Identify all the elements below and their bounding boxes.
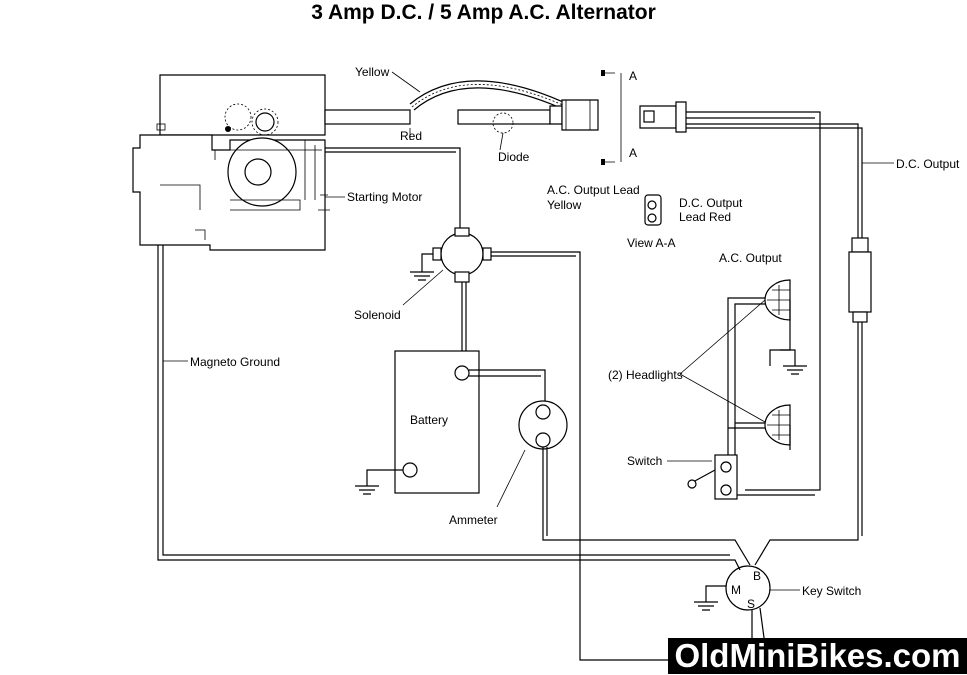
label-section-a-bottom: A [629, 146, 637, 160]
label-ac-output-lead-yellow: Yellow [547, 198, 582, 212]
diagram-title: 3 Amp D.C. / 5 Amp A.C. Alternator [311, 1, 656, 24]
label-switch: Switch [627, 454, 662, 468]
label-yellow: Yellow [355, 65, 390, 79]
label-diode: Diode [498, 150, 530, 164]
magneto-ground-wire [157, 245, 741, 571]
label-section-a-top: A [629, 69, 637, 83]
label-key-terminal-m: M [731, 583, 741, 597]
label-magneto-ground: Magneto Ground [190, 355, 280, 369]
solenoid [410, 227, 670, 661]
label-key-switch: Key Switch [802, 584, 861, 598]
label-ac-output: A.C. Output [719, 251, 782, 265]
label-ammeter: Ammeter [449, 513, 498, 527]
label-ac-output-lead: A.C. Output Lead [547, 183, 640, 197]
label-starting-motor: Starting Motor [347, 190, 422, 204]
label-red: Red [400, 129, 422, 143]
inline-fuse-holder [754, 237, 872, 566]
label-solenoid: Solenoid [354, 308, 401, 322]
output-connector [639, 101, 863, 491]
site-watermark: OldMiniBikes.com [668, 637, 967, 674]
engine-illustration [132, 74, 330, 251]
key-switch [670, 565, 771, 661]
leader-lines [163, 71, 894, 591]
ammeter [518, 400, 751, 566]
section-a-marker [601, 70, 622, 165]
battery [355, 350, 546, 495]
view-aa-detail [644, 194, 662, 226]
alternator-lead-bundle [324, 80, 599, 134]
label-dc-output: D.C. Output [896, 157, 960, 171]
label-dc-output-lead: D.C. Output [679, 196, 743, 210]
label-key-terminal-b: B [753, 569, 761, 583]
label-battery: Battery [410, 413, 448, 427]
label-dc-output-lead-red: Lead Red [679, 210, 731, 224]
label-view-aa: View A-A [627, 236, 675, 250]
label-headlights: (2) Headlights [608, 368, 683, 382]
headlights [727, 279, 807, 455]
red-wire [325, 128, 461, 228]
label-key-terminal-s: S [747, 597, 755, 611]
headlight-switch [687, 454, 815, 500]
